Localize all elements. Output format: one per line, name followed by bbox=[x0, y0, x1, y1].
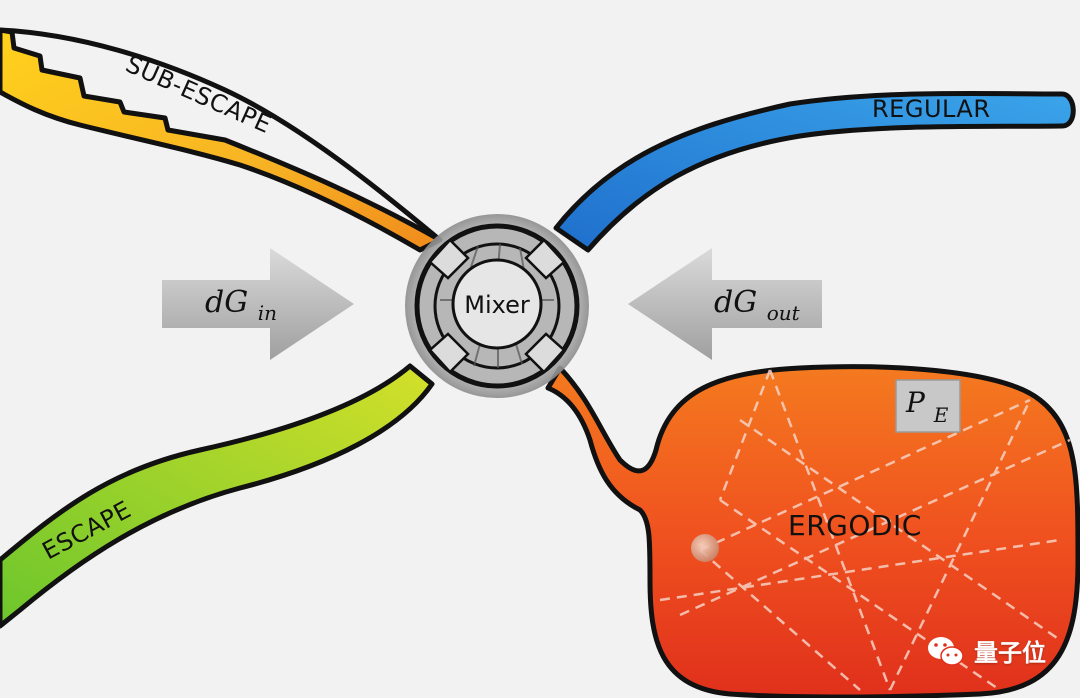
watermark-text: 量子位 bbox=[974, 639, 1046, 667]
watermark: 量子位 bbox=[926, 633, 1046, 668]
svg-text:P E: P E bbox=[905, 386, 949, 427]
mixer: Mixer bbox=[405, 214, 589, 398]
dg-in-arrow: dG in bbox=[162, 248, 354, 360]
pe-main: P bbox=[905, 386, 926, 419]
dg-in-sub: in bbox=[258, 301, 277, 325]
dg-in-main: dG bbox=[205, 285, 248, 320]
svg-text:dG out: dG out bbox=[714, 285, 801, 325]
mixer-label: Mixer bbox=[464, 291, 530, 319]
particle-ball bbox=[691, 534, 719, 562]
regular-channel: REGULAR bbox=[553, 90, 1076, 253]
dg-out-main: dG bbox=[714, 285, 757, 320]
dg-out-arrow: dG out bbox=[628, 248, 822, 360]
pe-sub: E bbox=[933, 403, 949, 427]
sub-escape-channel: SUB-ESCAPE bbox=[0, 27, 443, 253]
pe-box: P E bbox=[895, 379, 961, 433]
svg-text:dG in: dG in bbox=[205, 285, 277, 325]
mixer-blades bbox=[428, 238, 566, 374]
dg-out-sub: out bbox=[767, 301, 801, 325]
wechat-icon bbox=[928, 636, 964, 666]
ergodic-label: ERGODIC bbox=[788, 509, 922, 542]
escape-channel: ESCAPE bbox=[0, 363, 435, 629]
regular-label: REGULAR bbox=[872, 95, 991, 123]
